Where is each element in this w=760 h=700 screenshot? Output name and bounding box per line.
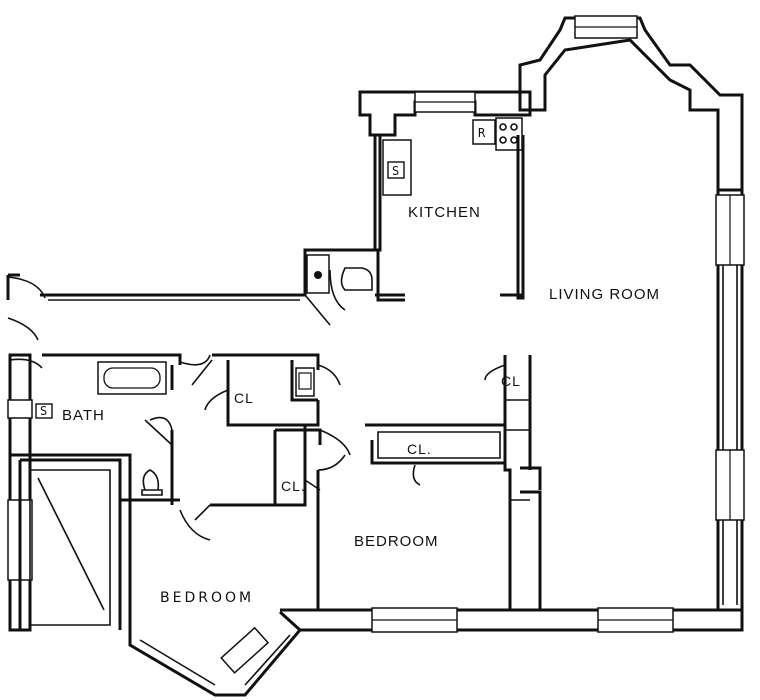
stove-icon xyxy=(387,161,405,179)
kitchen-counter xyxy=(382,139,412,196)
bath-sink-label: S xyxy=(40,404,47,418)
bedroom-main-label: BEDROOM xyxy=(354,533,439,550)
room-labels: KITCHEN LIVING ROOM BATH BEDROOM BEDROOM… xyxy=(62,204,660,606)
closet-living-label: CL xyxy=(501,373,521,389)
powder-room-sink-icon xyxy=(306,254,330,294)
range-icon xyxy=(495,117,523,151)
closet-hall-label: CL xyxy=(234,390,254,406)
powder-room-toilet-icon xyxy=(340,267,373,291)
fixtures: S R S xyxy=(35,117,523,496)
stove-label: S xyxy=(392,164,399,178)
refrigerator-label: R xyxy=(478,126,486,140)
bedroom-corner-label: BEDROOM xyxy=(160,590,254,606)
kitchen-label: KITCHEN xyxy=(408,204,481,221)
living-room-label: LIVING ROOM xyxy=(549,286,660,303)
closet-bedroom-top-label: CL. xyxy=(407,441,432,457)
bath-label: BATH xyxy=(62,407,105,424)
exterior-walls xyxy=(6,15,745,697)
closet-bedroom-left-label: CL. xyxy=(281,478,306,494)
refrigerator-icon xyxy=(472,119,496,145)
interior-walls xyxy=(10,353,542,630)
bath-toilet-icon xyxy=(141,469,163,496)
door-swings xyxy=(144,269,506,541)
bath-sink-icon xyxy=(35,403,53,419)
hall-closet-cabinet xyxy=(295,367,315,397)
bathtub-icon xyxy=(97,361,167,395)
